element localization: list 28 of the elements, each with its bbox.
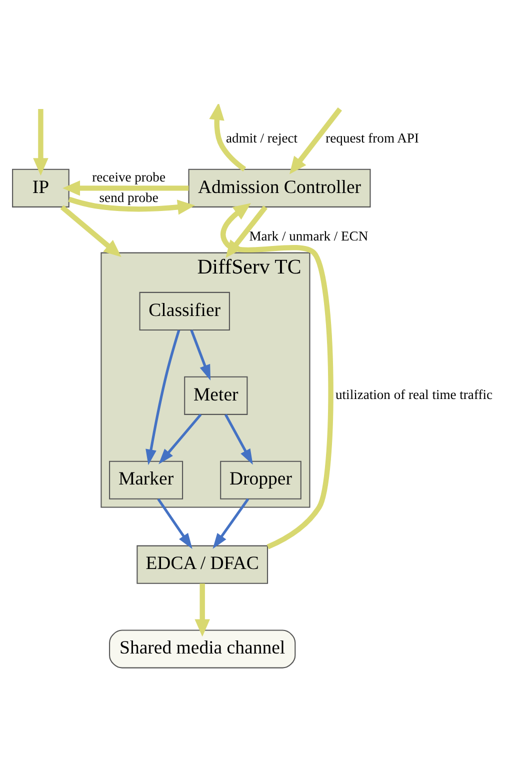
edge-label: admit / reject <box>226 130 298 146</box>
node-box: Shared media channel <box>109 629 296 668</box>
arrow <box>209 104 246 171</box>
arrow <box>62 180 189 196</box>
edge-label: receive probe <box>92 168 166 184</box>
edge-label: send probe <box>99 190 158 205</box>
arrow <box>60 204 122 256</box>
node-box: Admission Controller <box>188 168 371 207</box>
arrow <box>224 413 253 464</box>
arrow <box>190 329 211 380</box>
node-box: IP <box>12 168 70 207</box>
arrow <box>289 106 342 174</box>
arrow <box>220 202 334 549</box>
arrow <box>212 498 250 548</box>
edge-label: request from API <box>326 130 419 146</box>
edge-label: Mark / unmark / ECN <box>249 228 368 244</box>
arrow <box>146 329 180 465</box>
arrow <box>33 108 48 176</box>
node-box: Classifier <box>139 291 230 330</box>
node-box: Meter <box>184 376 248 414</box>
arrow <box>158 413 202 464</box>
node-box: Dropper <box>220 460 302 499</box>
node-box: EDCA / DFAC <box>136 544 268 584</box>
arrow <box>157 498 192 548</box>
arrow <box>194 583 210 636</box>
arrow <box>68 196 196 214</box>
edge-label: utilization of real time traffic <box>336 386 493 402</box>
node-box: Marker <box>109 460 184 499</box>
